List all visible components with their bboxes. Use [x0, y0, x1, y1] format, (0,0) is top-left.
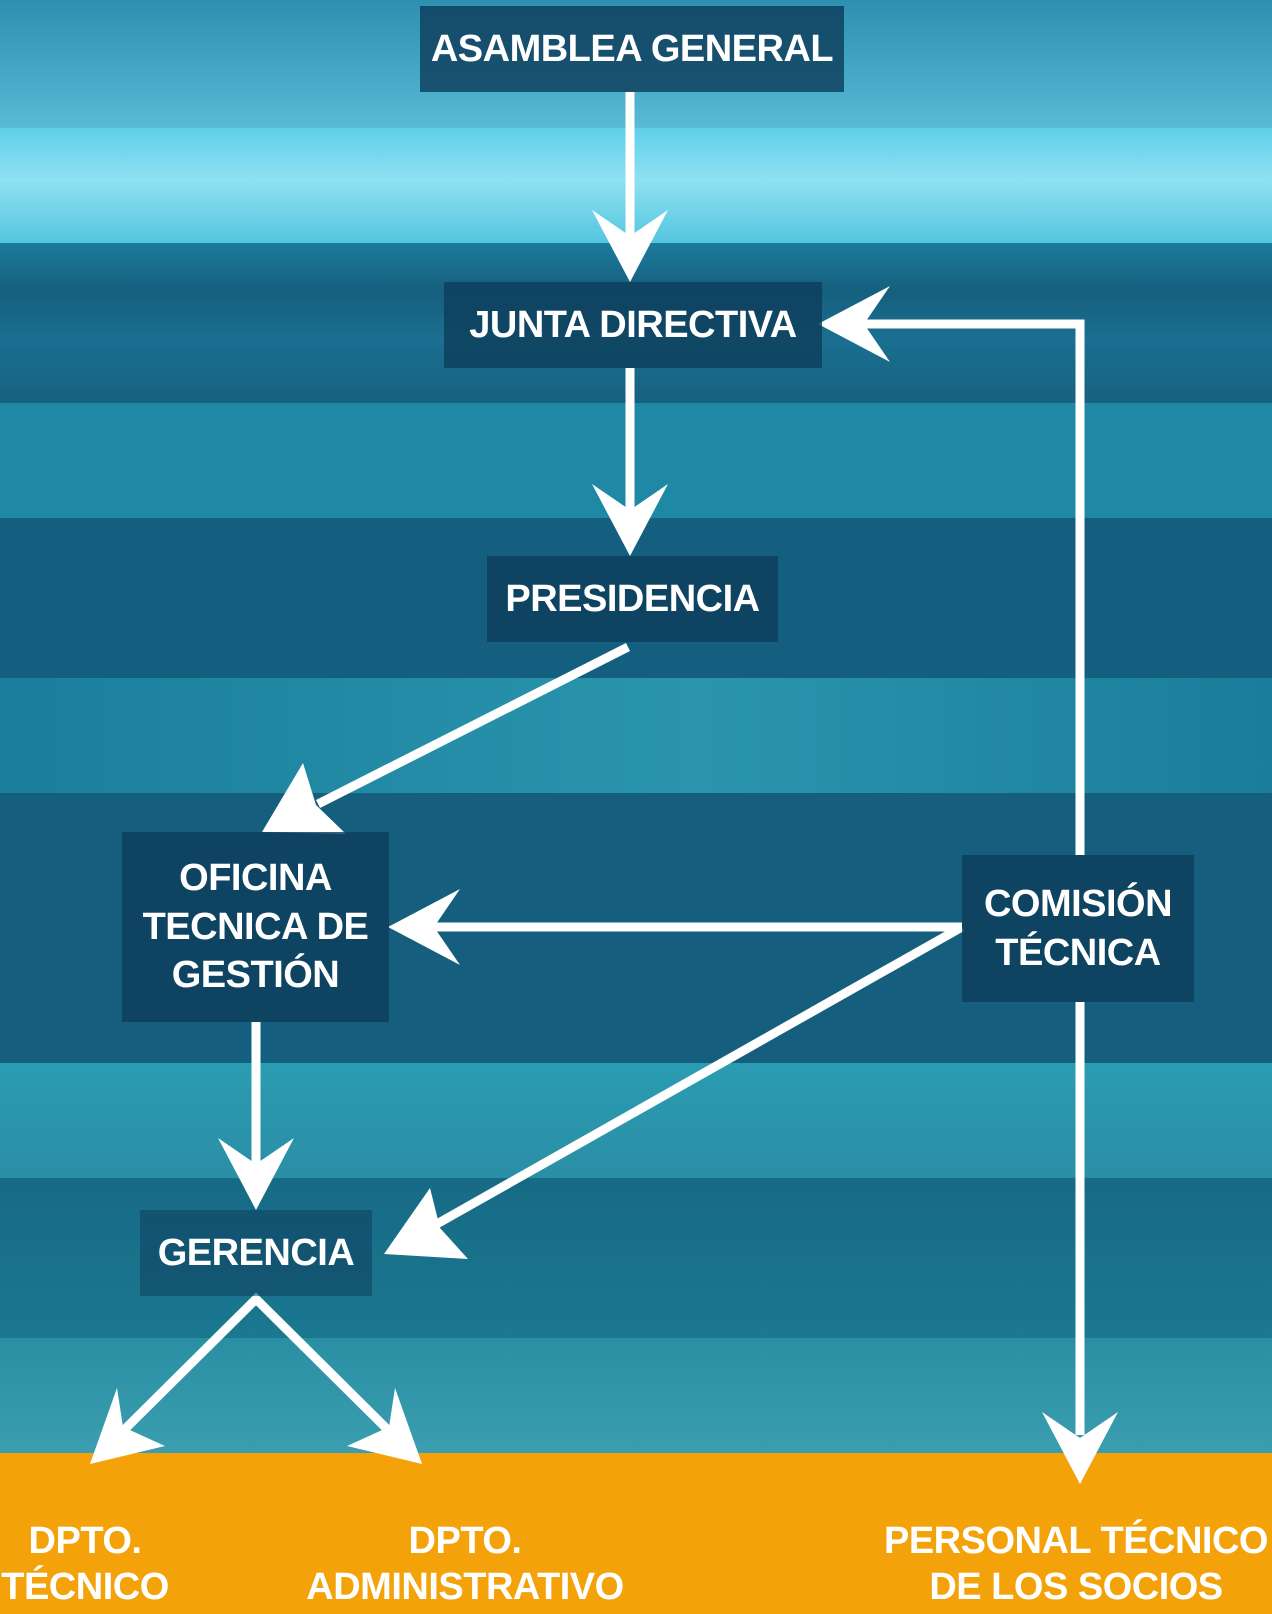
dpto-tecnico-line1: DPTO. — [28, 1520, 142, 1562]
personal-tecnico-label: PERSONAL TÉCNICO DE LOS SOCIOS — [880, 1518, 1272, 1611]
comision-label-line1: COMISIÓN — [983, 882, 1173, 925]
junta-directiva-box: JUNTA DIRECTIVA — [444, 282, 822, 368]
gerencia-label: GERENCIA — [157, 1231, 355, 1274]
oficina-tecnica-box: OFICINA TECNICA DE GESTIÓN — [122, 832, 389, 1022]
arrowhead-presidencia — [592, 484, 668, 556]
comision-tecnica-box: COMISIÓN TÉCNICA — [962, 855, 1194, 1002]
arrowhead-personal — [1042, 1412, 1118, 1484]
personal-line2: DE LOS SOCIOS — [929, 1566, 1223, 1609]
orange-footer-band — [0, 1453, 1272, 1614]
arrowhead-gerencia-from-comision — [384, 1188, 468, 1259]
arrow-comision-junta-line — [850, 319, 1085, 855]
presidencia-label: PRESIDENCIA — [505, 577, 760, 620]
dpto-tecnico-label: DPTO. TÉCNICO — [0, 1518, 170, 1611]
comision-label-line2: TÉCNICA — [995, 931, 1161, 974]
arrow-gerencia-dptos-line — [118, 1292, 394, 1436]
arrowhead-junta-from-comision — [818, 286, 890, 362]
dpto-admin-line1: DPTO. — [408, 1520, 522, 1562]
personal-line1: PERSONAL TÉCNICO — [883, 1520, 1269, 1562]
oficina-label-line3: GESTIÓN — [171, 954, 340, 997]
arrowhead-gerencia — [218, 1138, 294, 1210]
gerencia-box: GERENCIA — [140, 1210, 372, 1296]
arrow-presidencia-oficina-line — [315, 642, 631, 809]
oficina-label-line2: TECNICA DE — [142, 905, 369, 948]
presidencia-box: PRESIDENCIA — [487, 556, 778, 642]
junta-directiva-label: JUNTA DIRECTIVA — [469, 303, 797, 346]
arrowhead-oficina — [262, 763, 346, 834]
water-band-3 — [0, 678, 1272, 793]
reef-band-1 — [0, 1063, 1272, 1178]
sky-band-clouds — [0, 128, 1272, 243]
dpto-tecnico-line2: TÉCNICO — [1, 1566, 169, 1609]
oficina-label-line1: OFICINA — [179, 857, 332, 900]
arrowhead-oficina-from-comision — [388, 889, 460, 965]
arrow-comision-gerencia-line — [425, 923, 965, 1233]
arrowhead-dpto-admin — [347, 1388, 422, 1464]
water-band-1 — [0, 403, 1272, 518]
dpto-admin-line2: ADMINISTRATIVO — [306, 1566, 624, 1609]
arrowhead-junta — [592, 210, 668, 282]
asamblea-general-box: ASAMBLEA GENERAL — [420, 6, 844, 92]
arrowhead-dpto-tecnico — [90, 1388, 165, 1464]
dpto-administrativo-label: DPTO. ADMINISTRATIVO — [300, 1518, 630, 1611]
asamblea-general-label: ASAMBLEA GENERAL — [430, 27, 834, 70]
